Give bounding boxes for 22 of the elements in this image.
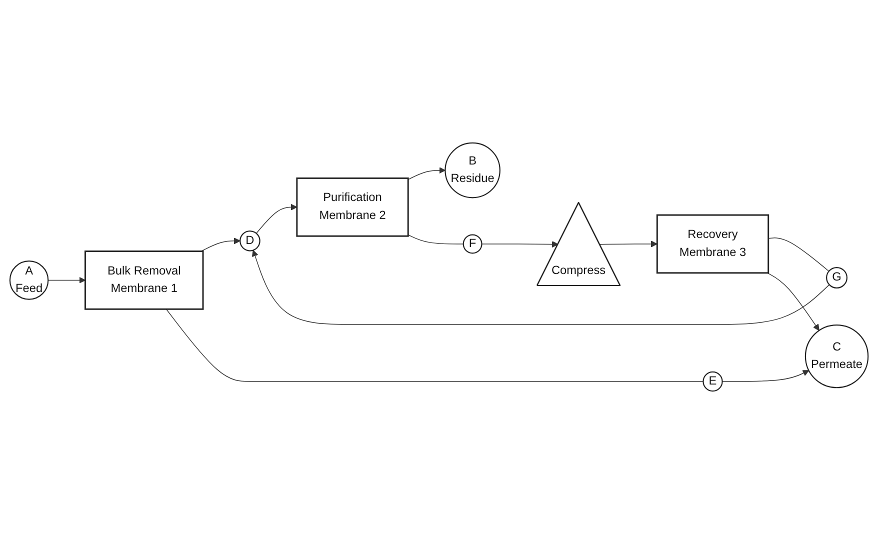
node-circle: G (826, 266, 847, 288)
node-box: Recovery Membrane 3 (656, 214, 769, 274)
node-circle: A Feed (8, 260, 48, 300)
node-circle: F (462, 234, 482, 254)
arrow (47, 276, 86, 284)
node-circle: E (702, 371, 722, 392)
arrow (766, 272, 819, 331)
node-box: Bulk Removal Membrane 1 (84, 250, 204, 310)
arrow (721, 370, 809, 382)
node-circle: C Permeate (804, 324, 868, 388)
arrow (251, 250, 830, 325)
arrow (200, 238, 240, 252)
node-circle: B Residue (444, 142, 500, 198)
connector (165, 308, 704, 382)
connector (407, 234, 464, 244)
arrow (598, 240, 657, 248)
connector (767, 238, 829, 272)
node-box: Purification Membrane 2 (296, 177, 408, 237)
arrow (407, 167, 445, 180)
arrow (255, 204, 297, 234)
node-circle: D (239, 230, 260, 252)
arrow (480, 241, 558, 248)
